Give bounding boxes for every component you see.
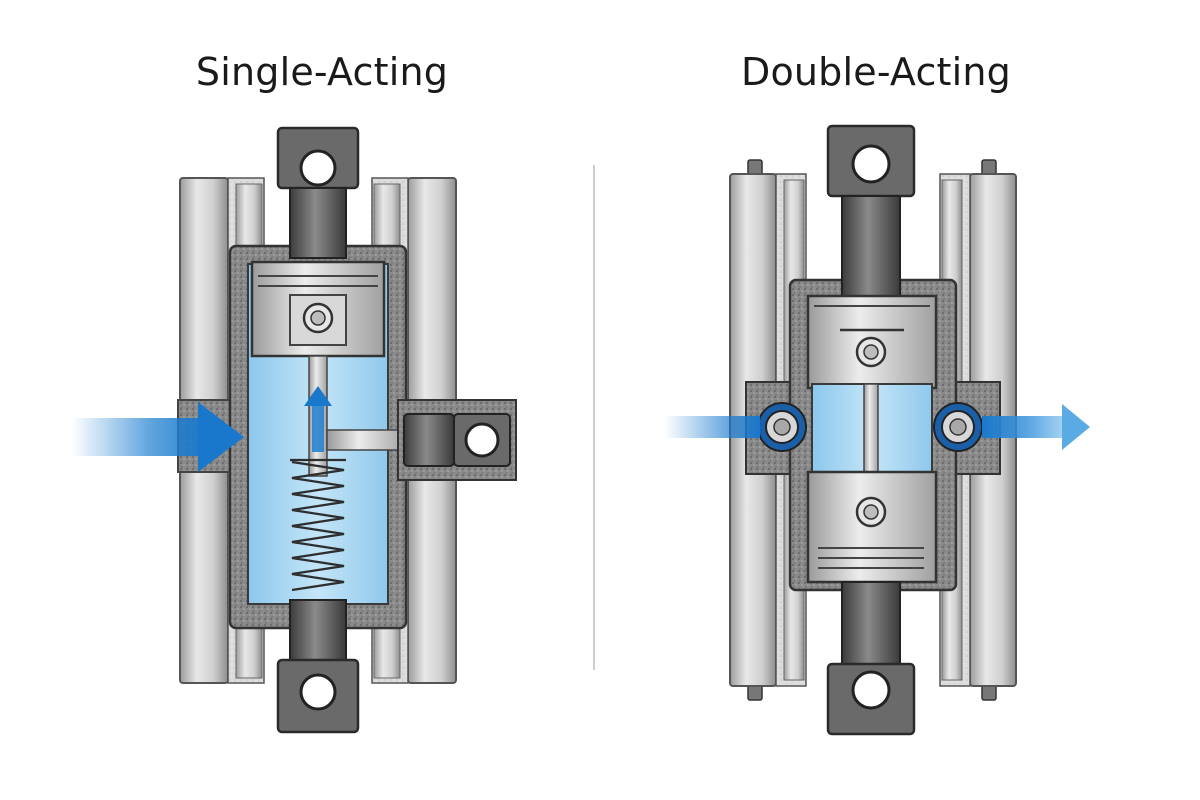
double-acting-title: Double-Acting bbox=[740, 50, 1011, 94]
side-port-hole bbox=[464, 422, 500, 458]
double-acting-cylinder bbox=[664, 124, 1090, 736]
up-flow-arrow bbox=[304, 386, 332, 452]
dbl-bottom-mount-hole bbox=[851, 670, 891, 710]
inlet-flow-arrow bbox=[72, 402, 244, 472]
dbl-outlet-flow-arrow bbox=[982, 404, 1090, 450]
top-mount-hole bbox=[299, 149, 337, 187]
dbl-inlet-flow-arrow bbox=[664, 416, 760, 438]
dbl-top-mount-hole bbox=[851, 144, 891, 184]
return-spring bbox=[290, 458, 346, 592]
single-acting-cylinder bbox=[72, 126, 517, 734]
left-port-ring bbox=[757, 402, 807, 452]
lower-piston bbox=[806, 470, 938, 584]
right-port-ring bbox=[933, 402, 983, 452]
single-acting-title: Single-Acting bbox=[195, 50, 449, 94]
bottom-mount-hole bbox=[299, 673, 337, 711]
